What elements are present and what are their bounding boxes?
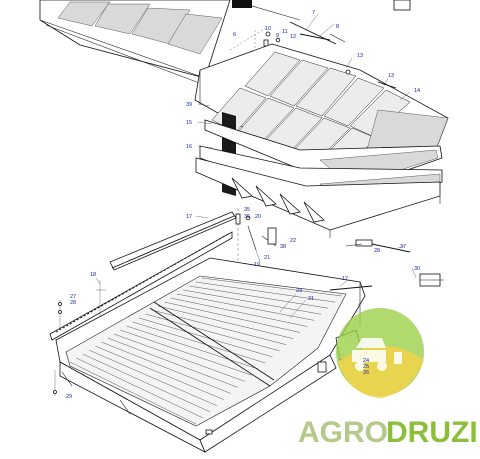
pan-rib	[76, 357, 204, 419]
pan-rib	[139, 317, 273, 358]
callout: 10	[265, 26, 271, 32]
callout: 29	[66, 394, 72, 400]
callout: 22	[290, 238, 296, 244]
left-mid-hardware	[235, 208, 277, 268]
callout: 38	[280, 244, 286, 250]
callout: 39	[186, 102, 192, 108]
callout: 20	[255, 214, 261, 220]
pan-rib	[183, 289, 322, 315]
top-right-bracket	[393, 0, 411, 11]
callout: 6	[233, 32, 236, 38]
callout: 27	[70, 294, 76, 300]
callout: 9	[276, 33, 279, 39]
left-side-strip	[49, 211, 237, 341]
pan-rib	[126, 325, 259, 370]
watermark-druzi: DRUZI	[386, 416, 478, 449]
pan-rib	[170, 297, 308, 327]
callout: 16	[186, 144, 192, 150]
pan-rib	[82, 353, 210, 413]
callout: 17	[186, 214, 192, 220]
pan-rib	[145, 313, 280, 352]
callout: 13	[388, 73, 394, 79]
chaffer-slats	[211, 51, 411, 171]
pan-ribs	[69, 277, 343, 425]
leader-lines	[95, 13, 411, 319]
callout: 23	[296, 288, 302, 294]
callout: 14	[414, 88, 420, 94]
pan-rib	[95, 345, 224, 400]
pan-rib	[88, 349, 217, 406]
callout: 36	[244, 214, 250, 220]
callout: 35	[244, 207, 250, 213]
left-small-hardware	[53, 280, 106, 396]
callout: 24	[363, 358, 369, 364]
right-hardware	[345, 69, 444, 287]
watermark-text: AGRO DRUZI	[298, 416, 478, 449]
pan-rib	[201, 277, 343, 297]
callout: 7	[312, 10, 315, 16]
pan-rib	[120, 329, 252, 376]
callout: 8	[336, 24, 339, 30]
callout: 19	[254, 262, 260, 268]
callout: 31	[308, 296, 314, 302]
lower-sieve-teeth	[195, 157, 441, 238]
pan-rib	[164, 301, 301, 333]
pan-rib	[101, 341, 231, 394]
callout: 37	[400, 244, 406, 250]
pan-rib	[107, 337, 238, 388]
callout: 18	[90, 272, 96, 278]
pan-rib	[176, 293, 315, 321]
black-bar	[232, 0, 252, 8]
callout: 13	[357, 53, 363, 59]
strip-teeth	[55, 233, 229, 333]
agrodruzi-logo	[336, 308, 424, 398]
callout-labels: 7 8 10 9 11 12 6 13 13 14 39 15 16 17 35…	[66, 10, 420, 400]
callout: 28	[374, 248, 380, 254]
callout: 30	[414, 266, 420, 272]
pan-rib	[157, 305, 294, 339]
upper-sieve-segment	[39, 0, 411, 85]
callout: 26	[363, 370, 369, 376]
callout: 12	[290, 34, 296, 40]
pan-rib	[195, 281, 336, 303]
callout: 21	[264, 255, 270, 261]
bracket-28	[355, 239, 373, 247]
pan-rib	[69, 361, 197, 425]
callout: 17	[342, 276, 348, 282]
pan-rib	[113, 333, 245, 382]
pan-rib	[132, 321, 266, 364]
callout: 25	[363, 364, 369, 370]
pan-rib	[151, 309, 287, 345]
pan-rib	[189, 285, 329, 309]
callout: 11	[282, 29, 288, 35]
callout: 15	[186, 120, 192, 126]
watermark-agro: AGRO	[298, 416, 388, 449]
callout: 28	[70, 300, 76, 306]
